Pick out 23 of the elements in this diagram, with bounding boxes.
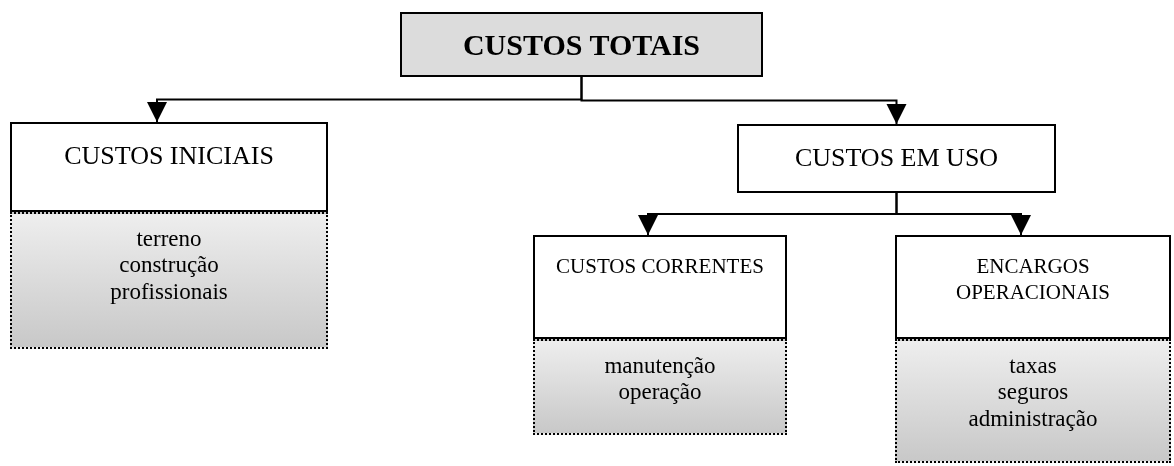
subcategory-box <box>533 235 787 339</box>
arrow <box>895 192 1031 236</box>
list-item: construção <box>119 252 219 279</box>
list-item: manutenção <box>604 353 716 380</box>
item-list-box <box>895 339 1171 463</box>
arrow <box>580 76 907 125</box>
category-box <box>10 122 328 212</box>
subcategory-box <box>895 235 1171 339</box>
list-item: seguros <box>997 379 1069 406</box>
list-item: terreno <box>136 226 202 253</box>
list-item: administração <box>968 405 1098 433</box>
list-item: profissionais <box>110 278 228 306</box>
list-item: taxas <box>1009 353 1057 380</box>
box-title: CUSTOS INICIAIS <box>64 140 274 172</box>
box-title: CUSTOS EM USO <box>794 142 999 174</box>
list-item: operação <box>618 379 702 406</box>
item-list-box <box>10 212 328 349</box>
item-list-box <box>533 339 787 435</box>
box-title: CUSTOS TOTAIS <box>462 27 701 63</box>
box-title: CUSTOS CORRENTES <box>556 253 764 280</box>
title-box <box>400 12 763 77</box>
box-title: ENCARGOS OPERACIONAIS <box>955 253 1111 306</box>
category-box <box>737 124 1056 193</box>
